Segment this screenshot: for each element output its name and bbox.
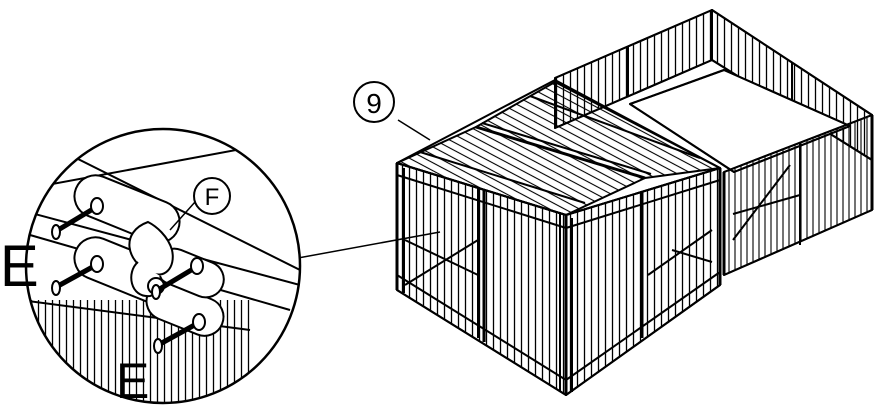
part-e-label-bottom: E — [116, 353, 149, 409]
detail-leader-line — [297, 231, 441, 259]
part-f-label: F — [205, 184, 220, 211]
latch-hook — [128, 220, 174, 276]
covered-hutch — [395, 79, 722, 396]
part-f-callout: F — [169, 177, 231, 231]
step-leader-line — [397, 119, 431, 141]
step-number: 9 — [366, 88, 382, 119]
rear-run — [554, 9, 874, 276]
step-callout: 9 — [353, 81, 431, 141]
detail-view: F — [24, 127, 302, 405]
pet-enclosure — [395, 9, 874, 396]
part-e-label-top: E — [0, 234, 39, 299]
screw-set — [51, 197, 206, 354]
detail-border — [24, 127, 302, 405]
